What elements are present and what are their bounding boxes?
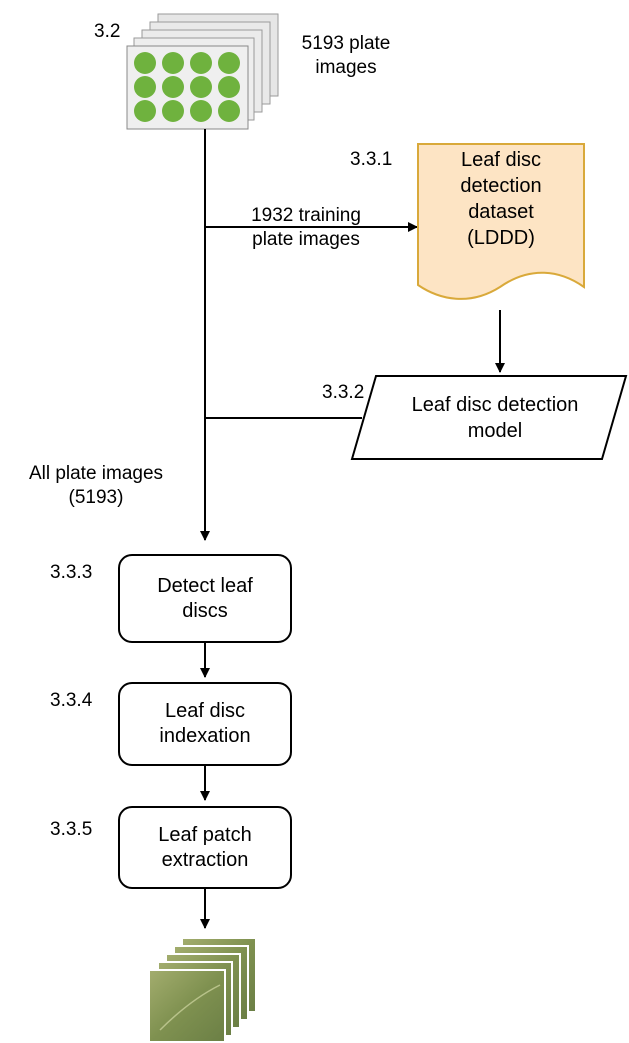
all-plates-line1: All plate images: [28, 463, 164, 484]
model-parallelogram: [350, 375, 628, 460]
detect-label-line1: Detect leaf: [157, 574, 253, 597]
plate-well: [134, 100, 156, 122]
model-step-number: 3.3.2: [322, 382, 365, 403]
model-label-line2: model: [467, 420, 523, 442]
plate-well: [218, 76, 240, 98]
all-plates-label: All plate images (5193): [6, 462, 186, 510]
plate-well: [162, 76, 184, 98]
leaf-patches-stack-icon: [148, 937, 257, 1043]
dataset-label: Leaf disc detection dataset (LDDD): [418, 147, 584, 251]
training-edge-line2: plate images: [252, 229, 360, 250]
dataset-document-shape: [417, 143, 585, 300]
dataset-label-line1: Leaf disc: [460, 149, 542, 171]
patch-label-line2: extraction: [161, 848, 249, 871]
plates-label: 5193 plate images: [286, 32, 406, 80]
dataset-step-number: 3.3.1: [350, 149, 393, 170]
plates-label-line2: images: [315, 57, 377, 78]
plate-well: [190, 100, 212, 122]
leaf-disc-indexation-box: Leaf disc indexation: [118, 682, 292, 766]
plate-well: [162, 52, 184, 74]
plate-well: [162, 100, 184, 122]
plates-label-line1: 5193 plate: [301, 33, 391, 54]
patch-label-line1: Leaf patch: [158, 823, 252, 846]
detect-label-line2: discs: [182, 599, 228, 622]
plate-images-stack-icon: [126, 13, 279, 130]
leaf-patch-extraction-box: Leaf patch extraction: [118, 806, 292, 889]
detect-step-number: 3.3.3: [50, 562, 93, 583]
plates-step-number: 3.2: [94, 21, 121, 42]
training-edge-label: 1932 training plate images: [226, 204, 386, 252]
plate-well: [218, 52, 240, 74]
plate-well: [190, 76, 212, 98]
dataset-label-line2: detection: [460, 175, 542, 197]
index-label-line1: Leaf disc: [164, 700, 246, 722]
plate-well: [134, 76, 156, 98]
plate-well: [134, 52, 156, 74]
plate-well: [218, 100, 240, 122]
patch-step-number: 3.3.5: [50, 819, 93, 840]
dataset-label-line4: (LDDD): [467, 227, 535, 249]
model-label: Leaf disc detection model: [370, 392, 620, 444]
detect-leaf-discs-box: Detect leaf discs: [118, 554, 292, 643]
model-label-line1: Leaf disc detection: [411, 394, 579, 416]
training-edge-line1: 1932 training: [251, 205, 361, 226]
index-label-line2: indexation: [159, 725, 251, 747]
dataset-label-line3: dataset: [468, 201, 534, 223]
all-plates-line2: (5193): [68, 487, 124, 508]
index-step-number: 3.3.4: [50, 690, 93, 711]
plate-well: [190, 52, 212, 74]
